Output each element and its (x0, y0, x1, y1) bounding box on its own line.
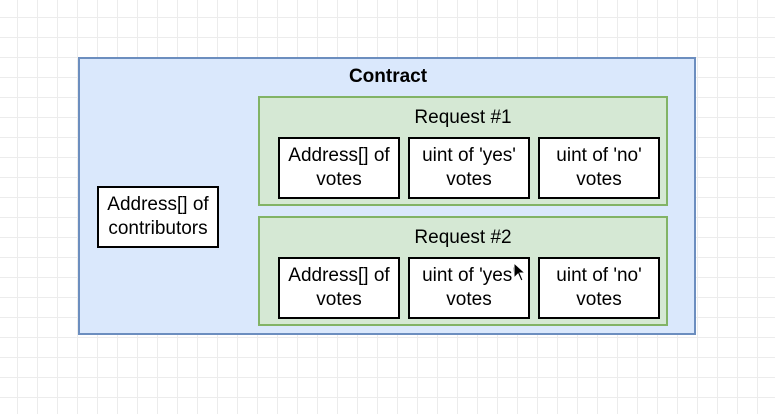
contributors-box[interactable]: Address[] of contributors (97, 186, 219, 248)
contract-title: Contract (348, 66, 428, 87)
request-2-title: Request #2 (414, 227, 512, 248)
request-2-address-votes-box[interactable]: Address[] of votes (278, 257, 400, 319)
request-2-no-votes-box[interactable]: uint of 'no' votes (538, 257, 660, 319)
request-1-title: Request #1 (414, 107, 512, 128)
request-1-container[interactable]: Request #1 Address[] of votes uint of 'y… (258, 96, 668, 206)
request-1-address-votes-box[interactable]: Address[] of votes (278, 137, 400, 199)
request-1-no-votes-box[interactable]: uint of 'no' votes (538, 137, 660, 199)
request-2-yes-votes-box[interactable]: uint of 'yes' votes (408, 257, 530, 319)
mouse-cursor-icon (513, 262, 527, 282)
request-1-yes-votes-box[interactable]: uint of 'yes' votes (408, 137, 530, 199)
request-2-container[interactable]: Request #2 Address[] of votes uint of 'y… (258, 216, 668, 326)
